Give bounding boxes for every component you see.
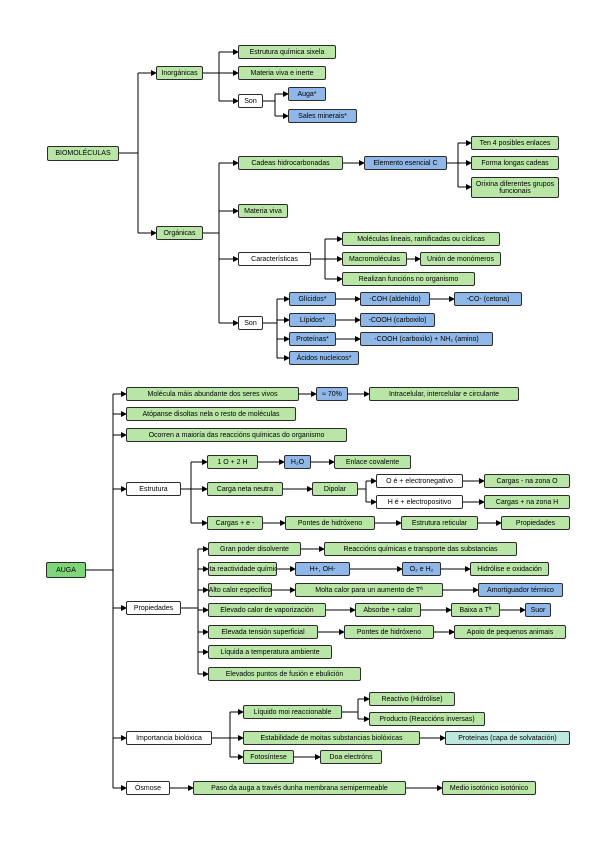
- node-hidrolise-oxidacion: Hidrólise e oxidación: [470, 562, 549, 576]
- node-estrutura: Estrutura: [126, 482, 181, 496]
- node-ten-4-enlaces: Ten 4 posibles enlaces: [471, 136, 559, 150]
- node-molta-calor: Molta calor para un aumento de Tª: [295, 583, 443, 597]
- node-sales-minerais: Sales minerais*: [288, 109, 357, 123]
- node-setenta-pc: ≈ 70%: [316, 387, 348, 401]
- node-dipolar: Dipolar: [312, 482, 358, 496]
- node-osmose: Ósmose: [126, 781, 170, 795]
- node-elemento-esencial-c: Elemento esencial C: [364, 156, 447, 170]
- node-glicidos: Glícidos*: [289, 292, 336, 306]
- node-orixina-grupos: Orixina diferentes grupos funcionais: [471, 177, 559, 198]
- node-baixa-t: Baixa a Tª: [451, 603, 500, 617]
- node-lipidos: Lípidos*: [289, 313, 336, 327]
- node-ocorren-reaccions: Ocorren a maioría das reaccións químicas…: [126, 428, 347, 442]
- node-cooh-nh2: -COOH (carboxilo) + NH₂ (amino): [360, 332, 493, 346]
- node-proteinas-solvatacion: Proteínas (capa de solvatación): [445, 731, 570, 745]
- node-amortiguador-termico: Amortiguador térmico: [478, 583, 563, 597]
- node-liquido-moi-reaccionable: Líquido moi reaccionable: [243, 705, 342, 719]
- node-carga-neta-neutra: Carga neta neutra: [207, 482, 283, 496]
- node-doa-electrons: Doa electróns: [320, 750, 382, 764]
- node-pontes-hidroxeno-1: Pontes de hidróxeno: [285, 516, 375, 530]
- node-elevada-tension-superficial: Elevada tensión superficial: [208, 625, 318, 639]
- node-cooh-carboxilo: -COOH (carboxilo): [360, 313, 435, 327]
- node-absorbe-calor: Absorbe + calor: [355, 603, 421, 617]
- node-reactivo-hidrolise: Reactivo (Hidrólise): [369, 692, 455, 706]
- node-elevados-puntos: Elevados puntos de fusión e ebulición: [208, 667, 361, 681]
- node-macromoleculas: Macromoléculas: [342, 252, 407, 266]
- node-estabilidade-substancias: Estabilidade de moitas substancias bioló…: [243, 731, 420, 745]
- node-h2o: H₂O: [284, 455, 311, 469]
- node-gran-poder-disolvente: Gran poder disolvente: [208, 542, 301, 556]
- node-atopanse-disoltas: Atópanse disoltas nela o resto de molécu…: [126, 407, 296, 421]
- node-estrutura-reticular: Estrutura reticular: [401, 516, 478, 530]
- node-o2-h2: O₂ e H₂: [402, 562, 441, 576]
- node-union-monomeros: Unión de monómeros: [420, 252, 501, 266]
- node-materia-viva: Materia viva: [238, 204, 288, 218]
- node-molecula-mais-abundante: Molécula máis abundante dos seres vivos: [126, 387, 299, 401]
- node-apoio-pequenos-animais: Apoio de pequenos animais: [454, 625, 566, 639]
- node-producto-reaccions: Producto (Reaccións inversas): [369, 712, 485, 726]
- node-intracelular: Intracelular, intercelular e circulante: [369, 387, 519, 401]
- node-inorganicas: Inorgánicas: [156, 66, 203, 80]
- node-moleculas-lineais: Moléculas lineais, ramificadas ou cíclic…: [342, 232, 500, 246]
- node-cargas-zona-h: Cargas + na zona H: [484, 495, 570, 509]
- node-suor: Suor: [525, 603, 551, 617]
- node-cargas-zona-o: Cargas - na zona O: [484, 474, 570, 488]
- node-propiedades: Propiedades: [126, 601, 181, 615]
- node-coh-aldehido: -COH (aldehído): [360, 292, 430, 306]
- node-1o-2h: 1 O + 2 H: [207, 455, 258, 469]
- node-enlace-covalente: Enlace covalente: [334, 455, 411, 469]
- node-pontes-hidroxeno-2: Pontes de hidróxeno: [344, 625, 434, 639]
- node-propiedades-leaf: Propiedades: [501, 516, 570, 530]
- node-co-cetona: -CO- (cetona): [454, 292, 522, 306]
- node-proteinas: Proteínas*: [289, 332, 336, 346]
- node-cadeas-hidrocarbonadas: Cadeas hidrocarbonadas: [238, 156, 343, 170]
- node-h-oh: H+, OH-: [295, 562, 350, 576]
- node-fotosintese: Fotosíntese: [243, 750, 294, 764]
- node-o-electronegativo: O é + electronegativo: [376, 474, 463, 488]
- node-son-inorganicas: Son: [238, 94, 263, 108]
- node-forma-longas-cadeas: Forma longas cadeas: [471, 156, 559, 170]
- node-alto-calor-especifico: Alto calor específico: [208, 583, 272, 597]
- node-h-electropositivo: H é + electropositivo: [376, 495, 463, 509]
- node-acidos-nucleicos: Ácidos nucleicos*: [289, 351, 359, 365]
- node-medio-isotonico: Medio isotónico isotónico: [442, 781, 536, 795]
- node-alta-reactividade: Alta reactividade química: [208, 562, 277, 576]
- node-caracteristicas: Características: [238, 252, 311, 266]
- node-realizan-funcions: Realizan funcións no organismo: [342, 272, 475, 286]
- node-auga: AUGA: [46, 562, 86, 578]
- node-paso-auga-membrana: Paso da auga a través dunha membrana sem…: [193, 781, 406, 795]
- node-reaccions-transporte: Reaccións químicas e transporte das subs…: [324, 542, 517, 556]
- node-son-organicas: Son: [238, 316, 263, 330]
- node-importancia-bioloxica: Importancia biolóxica: [126, 731, 212, 745]
- node-biomoleculas: BIOMOLÉCULAS: [47, 146, 119, 161]
- node-materia-viva-inerte: Materia viva e inerte: [238, 66, 326, 80]
- node-auga-inorganica: Auga*: [288, 87, 326, 101]
- node-estrutura-quimica: Estrutura química sixela: [238, 45, 336, 59]
- node-elevado-calor-vaporizacion: Elevado calor de vaporización: [208, 603, 326, 617]
- node-organicas: Orgánicas: [156, 226, 203, 240]
- node-liquida-temperatura: Líquida a temperatura ambiente: [208, 645, 332, 659]
- node-cargas-pm: Cargas + e -: [207, 516, 263, 530]
